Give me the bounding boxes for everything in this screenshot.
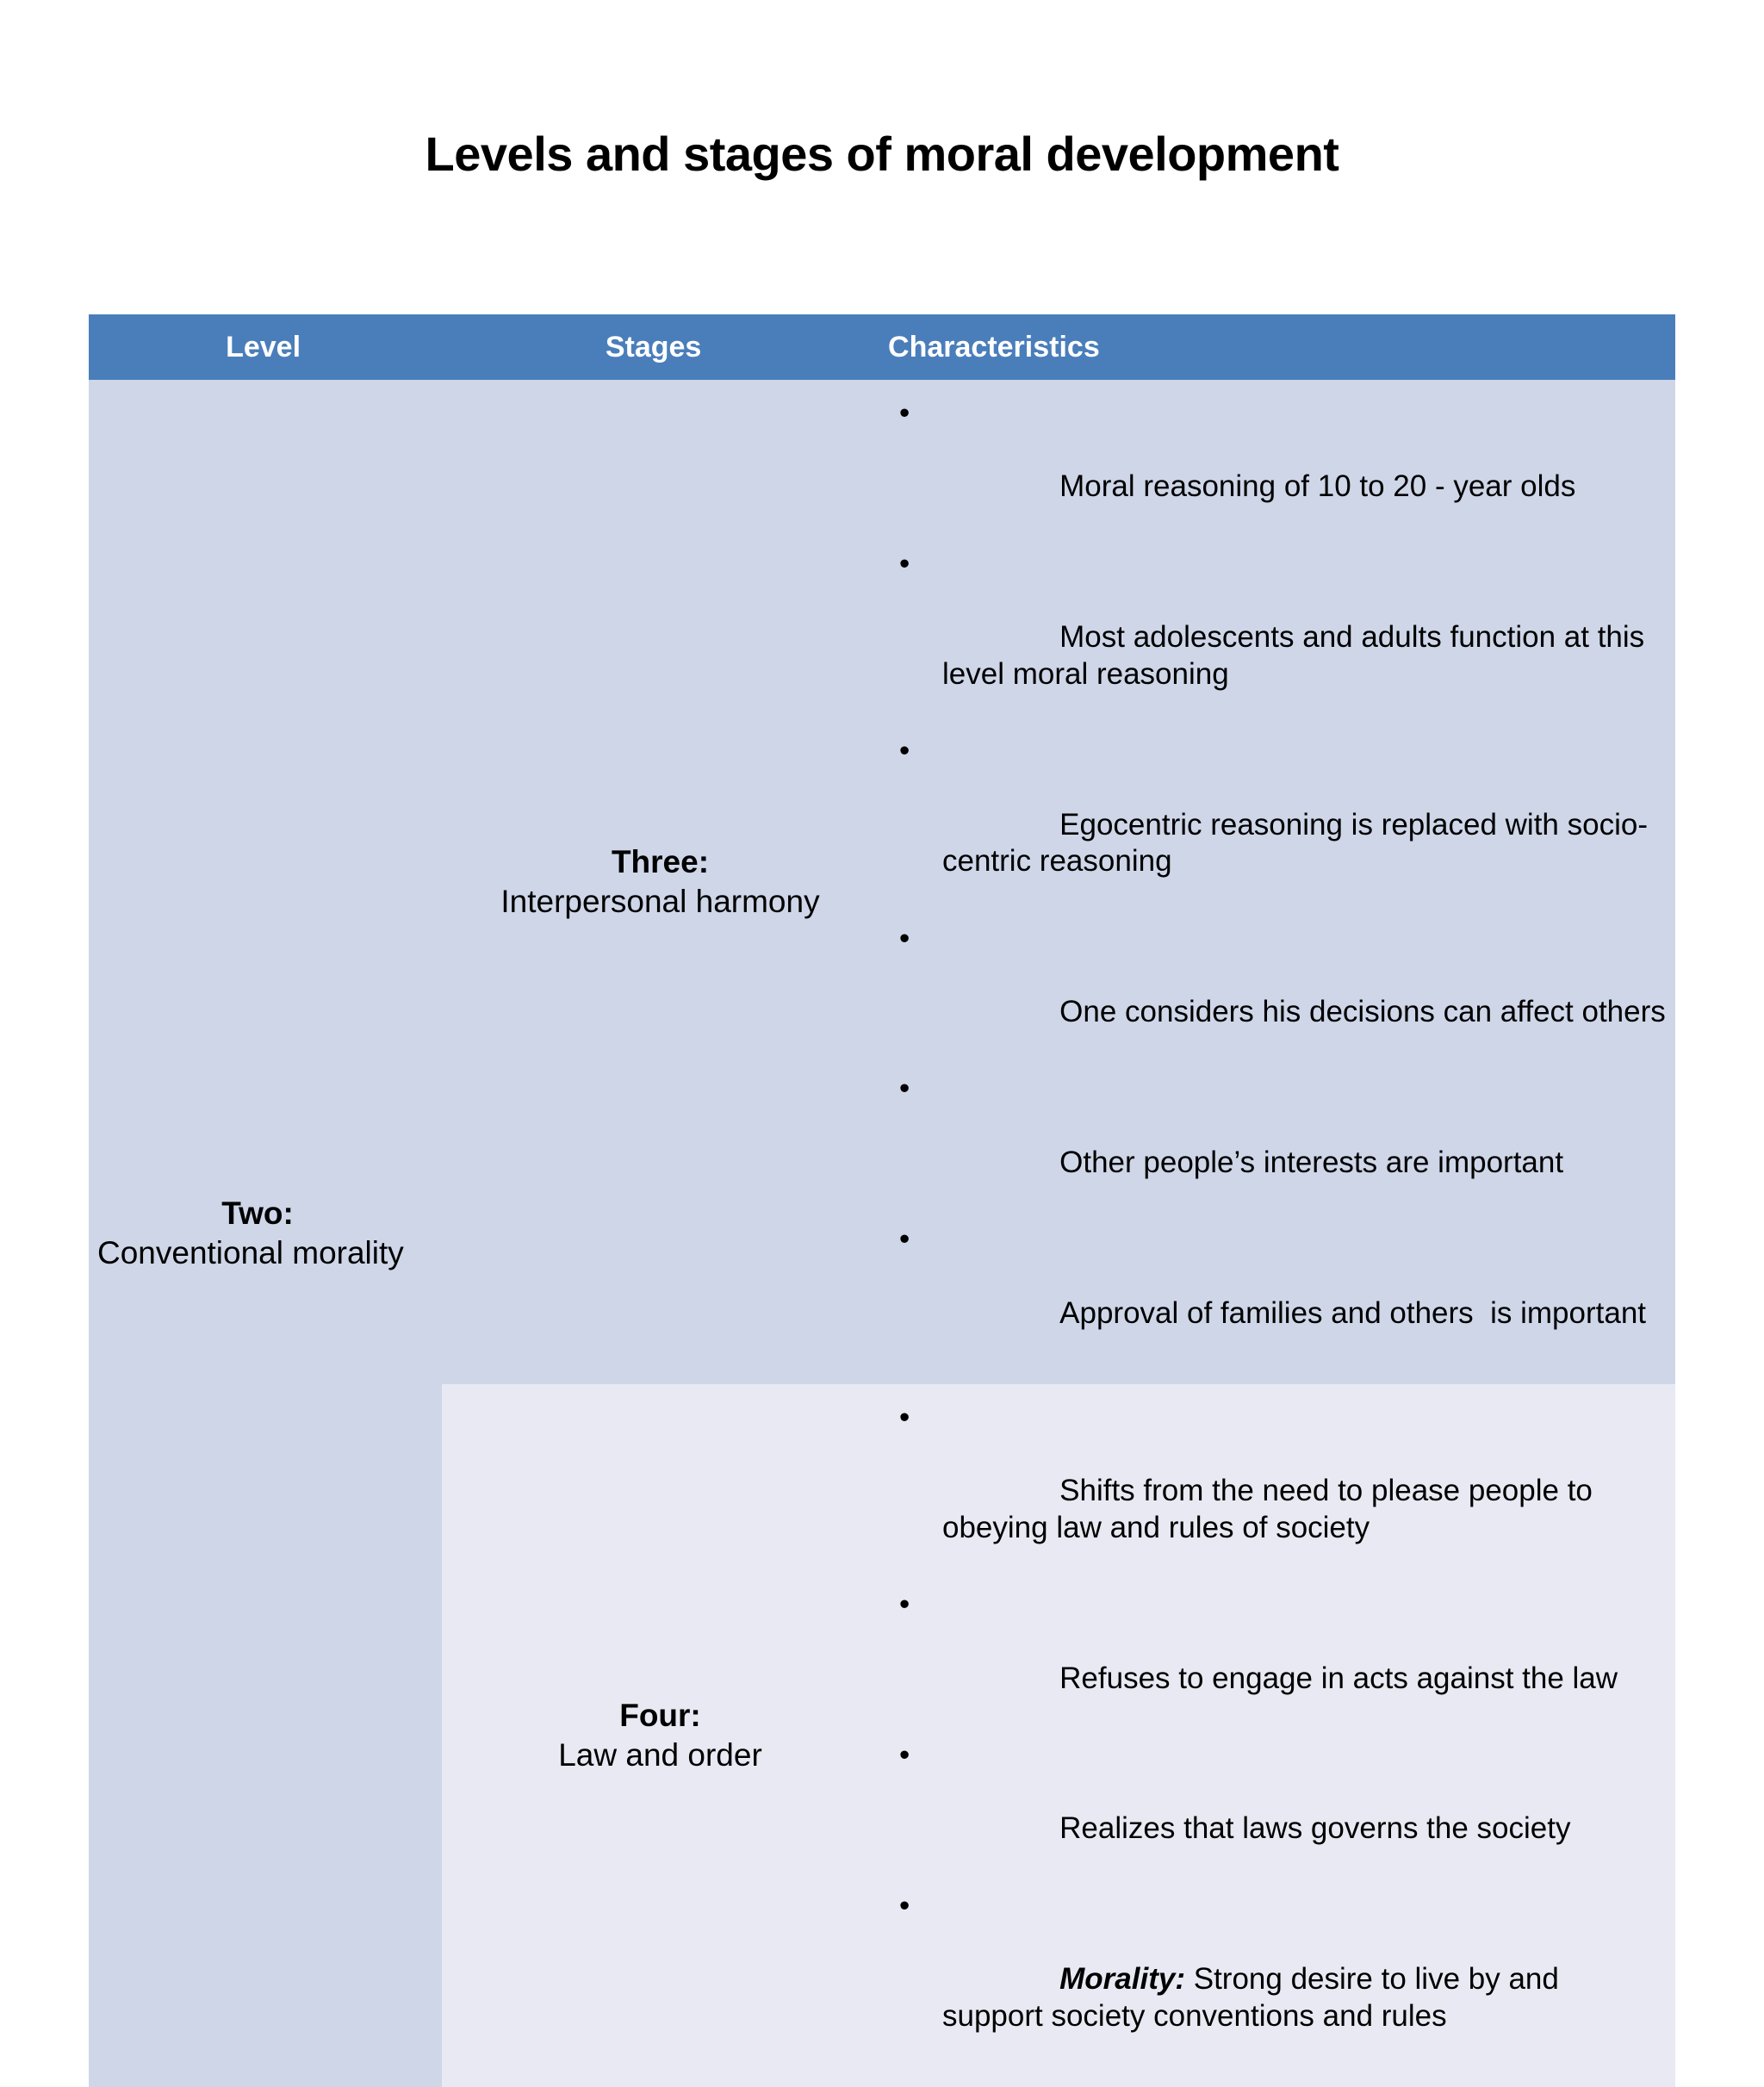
level-title: Two: bbox=[221, 1196, 294, 1232]
page-title: Levels and stages of moral development bbox=[425, 127, 1339, 181]
level-cell: Two: Conventional morality bbox=[89, 380, 442, 2087]
list-item: • One considers his decisions can affect… bbox=[879, 921, 1667, 1068]
moral-development-table: Level Stages Characteristics Two: Conven… bbox=[89, 314, 1675, 2087]
list-item-text: Refuses to engage in acts against the la… bbox=[1059, 1661, 1618, 1695]
list-item-lead: Morality: bbox=[1059, 1962, 1185, 1997]
list-item-text: Other people’s interests are important bbox=[1059, 1145, 1564, 1179]
stage-subtitle: Interpersonal harmony bbox=[500, 883, 820, 919]
bullet-icon: • bbox=[899, 921, 910, 955]
stage-subtitle: Law and order bbox=[558, 1737, 762, 1773]
column-header-characteristics: Characteristics bbox=[888, 331, 1100, 363]
bullet-icon: • bbox=[899, 1888, 910, 1922]
list-item: • Other people’s interests are important bbox=[879, 1071, 1667, 1218]
list-item-text: Egocentric reasoning is replaced with so… bbox=[942, 807, 1648, 879]
list-item: • Moral reasoning of 10 to 20 - year old… bbox=[879, 395, 1667, 543]
table-header-row: Level Stages Characteristics bbox=[89, 314, 1675, 380]
characteristics-list: • Shifts from the need to please people … bbox=[879, 1400, 1667, 2071]
bullet-icon: • bbox=[899, 1400, 910, 1434]
bullet-icon: • bbox=[899, 734, 910, 768]
column-header-stages: Stages bbox=[605, 331, 702, 363]
characteristics-cell: • Moral reasoning of 10 to 20 - year old… bbox=[879, 380, 1675, 1384]
bullet-icon: • bbox=[899, 546, 910, 581]
list-item: • Realizes that laws governs the society bbox=[879, 1737, 1667, 1885]
stage-rows: Three: Interpersonal harmony • Moral rea… bbox=[442, 380, 1675, 2087]
list-item-text: Moral reasoning of 10 to 20 - year olds bbox=[1059, 469, 1576, 504]
list-item-text: Shifts from the need to please people to… bbox=[942, 1474, 1601, 1544]
table-row: Three: Interpersonal harmony • Moral rea… bbox=[442, 380, 1675, 1384]
level-subtitle: Conventional morality bbox=[97, 1234, 404, 1270]
list-item-text: One considers his decisions can affect o… bbox=[1059, 995, 1666, 1028]
bullet-icon: • bbox=[899, 396, 910, 430]
characteristics-cell: • Shifts from the need to please people … bbox=[879, 1384, 1675, 2087]
column-header-level: Level bbox=[226, 331, 301, 363]
stage-cell: Four: Law and order bbox=[442, 1384, 879, 2087]
list-item: • Morality: Strong desire to live by and… bbox=[879, 1888, 1667, 2071]
list-item: • Egocentric reasoning is replaced with … bbox=[879, 733, 1667, 916]
bullet-icon: • bbox=[899, 1071, 910, 1106]
characteristics-list: • Moral reasoning of 10 to 20 - year old… bbox=[879, 395, 1667, 1369]
bullet-icon: • bbox=[899, 1738, 910, 1773]
table-body: Two: Conventional morality Three: Interp… bbox=[89, 380, 1675, 2087]
stage-title: Four: bbox=[619, 1697, 701, 1733]
list-item-text: Most adolescents and adults function at … bbox=[942, 620, 1653, 691]
list-item: • Approval of families and others is imp… bbox=[879, 1221, 1667, 1369]
list-item: • Refuses to engage in acts against the … bbox=[879, 1587, 1667, 1734]
stage-cell: Three: Interpersonal harmony bbox=[442, 380, 879, 1384]
table-row: Four: Law and order • Shifts from the ne… bbox=[442, 1383, 1675, 2087]
stage-title: Three: bbox=[611, 843, 710, 879]
list-item-text: Approval of families and others is impor… bbox=[1059, 1295, 1647, 1330]
list-item: • Most adolescents and adults function a… bbox=[879, 546, 1667, 730]
bullet-icon: • bbox=[899, 1222, 910, 1257]
list-item-text: Realizes that laws governs the society bbox=[1059, 1811, 1571, 1846]
list-item: • Shifts from the need to please people … bbox=[879, 1400, 1667, 1583]
bullet-icon: • bbox=[899, 1587, 910, 1622]
list-item-text: Strong desire to live by and support soc… bbox=[942, 1962, 1568, 2033]
